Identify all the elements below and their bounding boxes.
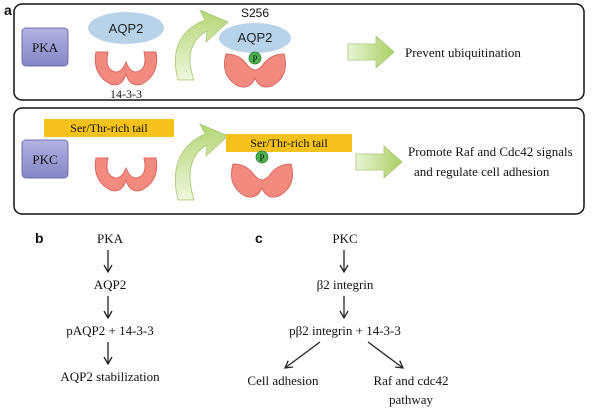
c-step-1: PKC bbox=[332, 231, 357, 246]
aqp2-bound-ellipse bbox=[219, 23, 291, 53]
adaptor-dimer-closed bbox=[224, 53, 286, 88]
straight-arrow-bottom bbox=[355, 145, 403, 179]
aqp2-label: AQP2 bbox=[109, 21, 144, 36]
pka-label: PKA bbox=[32, 40, 59, 55]
panel-label-a: a bbox=[4, 2, 12, 18]
c-arrow-right bbox=[367, 341, 405, 369]
phospho-label-top: P bbox=[252, 54, 257, 64]
curved-arrow-top bbox=[174, 9, 229, 81]
b-step-4: AQP2 stabilization bbox=[60, 369, 160, 384]
adaptor-dimer-open-bottom bbox=[94, 157, 158, 192]
tail-bound-bar bbox=[226, 134, 352, 152]
outcome-bottom-line1: Promote Raf and Cdc42 signals bbox=[408, 144, 573, 159]
pka-box bbox=[21, 27, 69, 67]
phospho-label-bottom: P bbox=[259, 153, 264, 163]
adaptor-dimer-closed-bottom bbox=[231, 163, 293, 198]
c-branch-right-line1: Raf and cdc42 bbox=[373, 373, 448, 388]
aqp2-ellipse bbox=[88, 12, 164, 44]
tail-bound-label: Ser/Thr-rich tail bbox=[250, 136, 328, 150]
b-step-1: PKA bbox=[97, 231, 124, 246]
phospho-circle-top bbox=[248, 51, 262, 65]
pkc-label: PKC bbox=[32, 152, 57, 167]
outcome-bottom-line2: and regulate cell adhesion bbox=[414, 164, 550, 179]
tail-label: Ser/Thr-rich tail bbox=[70, 121, 148, 135]
adaptor-dimer-open bbox=[94, 51, 158, 86]
c-step-3: pβ2 integrin + 14-3-3 bbox=[289, 323, 401, 338]
s256-label: S256 bbox=[241, 6, 269, 20]
phospho-circle-bottom bbox=[255, 150, 269, 164]
adaptor-label: 14-3-3 bbox=[110, 87, 142, 101]
c-branch-right-line2: pathway bbox=[389, 392, 434, 407]
c-step-2: β2 integrin bbox=[317, 277, 374, 292]
c-arrow-left bbox=[283, 341, 321, 369]
outcome-top: Prevent ubiquitination bbox=[405, 45, 521, 60]
straight-arrow-top bbox=[347, 35, 395, 69]
tail-bar bbox=[44, 119, 174, 137]
b-step-3: pAQP2 + 14-3-3 bbox=[66, 323, 154, 338]
b-step-2: AQP2 bbox=[94, 277, 127, 292]
pkc-box bbox=[21, 139, 69, 179]
aqp2-bound-label: AQP2 bbox=[238, 30, 273, 45]
panel-label-b: b bbox=[35, 230, 44, 246]
c-branch-left: Cell adhesion bbox=[247, 373, 319, 388]
panel-label-c: c bbox=[255, 230, 263, 246]
